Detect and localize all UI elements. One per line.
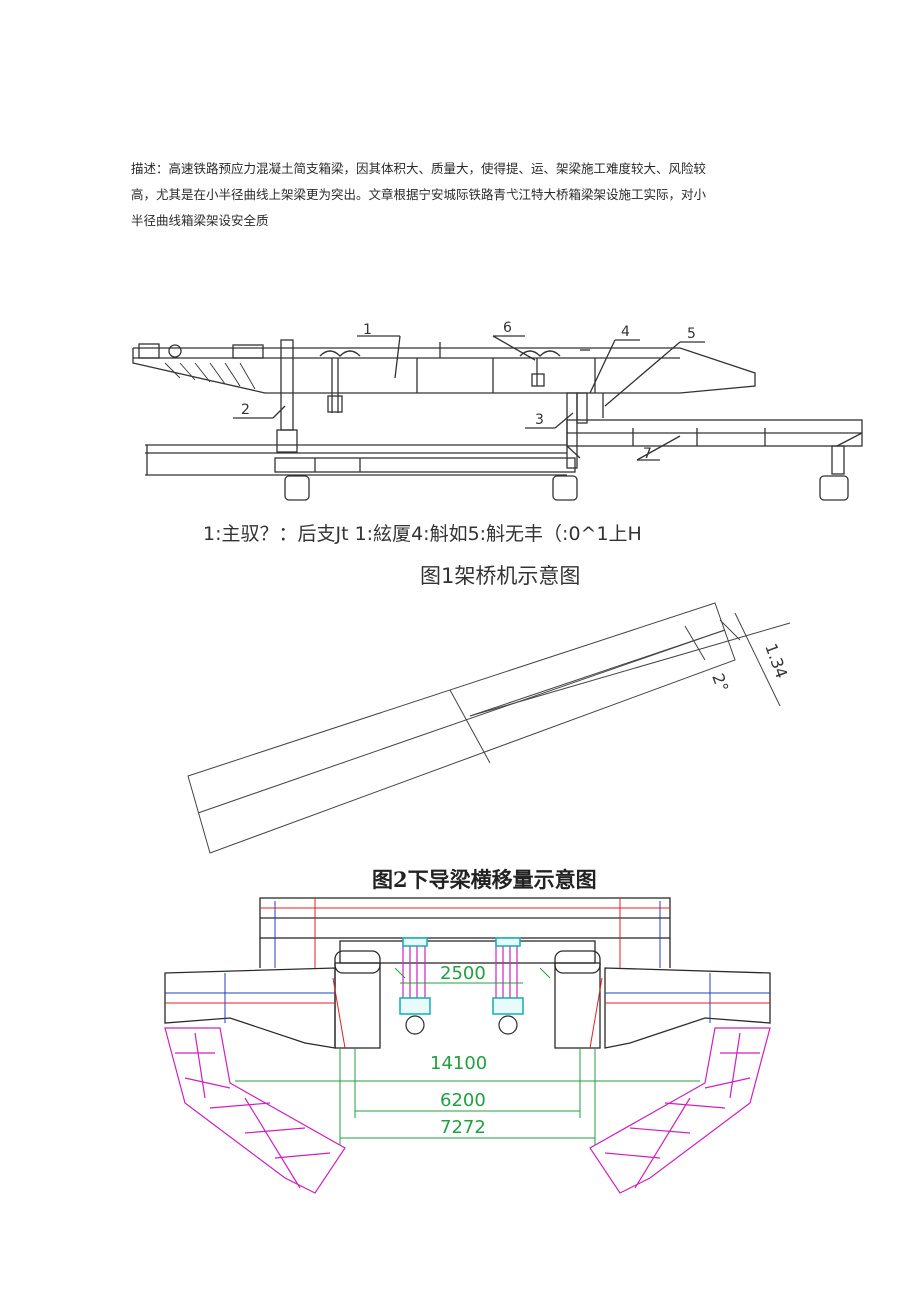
fig3-dimension-7272: 7272 [440,1117,486,1138]
fig1-label-5: 5 [687,326,696,342]
figure3-cross-section-drawing: 2500 14100 6200 7272 [164,897,771,1194]
paragraph-line-1: 描述：高速铁路预应力混凝土简支箱梁，因其体积大、质量大，使得提、运、架梁施工难度… [131,161,707,176]
figure1-title: 图1架桥机示意图 [420,564,581,588]
figure1-bridge-machine-drawing: 1 6 4 5 2 3 7 [132,320,863,501]
fig1-label-2: 2 [241,402,250,418]
fig1-label-3: 3 [535,412,544,428]
fig3-dimension-14100: 14100 [430,1053,487,1074]
fig2-offset-label: 1.34 [761,641,791,681]
fig3-dimension-2500: 2500 [440,963,486,984]
paragraph-line-2: 高，尤其是在小半径曲线上架梁更为突出。文章根据宁安城际铁路青弋江特大桥箱梁架设施… [131,187,707,202]
figure2-title: 图2下导梁横移量示意图 [372,867,597,892]
figure1-legend: 1:主驭？：后支Jt 1:絃厦4:斛如5:斛无丰（:0^1上H [203,523,642,545]
fig1-label-7: 7 [643,446,652,462]
figure2-guide-girder-offset-drawing: 2° 1.34 [187,602,791,854]
fig1-label-1: 1 [363,322,372,338]
fig2-angle-label: 2° [708,671,732,695]
fig3-dimension-6200: 6200 [440,1090,486,1111]
description-paragraph: 描述：高速铁路预应力混凝土简支箱梁，因其体积大、质量大，使得提、运、架梁施工难度… [131,156,721,234]
fig1-label-6: 6 [503,320,512,336]
paragraph-line-3: 半径曲线箱梁架设安全质 [131,213,269,228]
fig1-label-4: 4 [621,324,630,340]
